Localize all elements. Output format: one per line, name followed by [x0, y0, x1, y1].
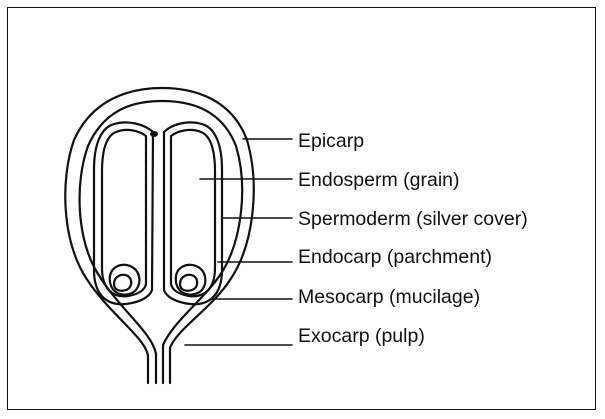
- label-exocarp: Exocarp (pulp): [298, 325, 425, 347]
- label-endosperm: Endosperm (grain): [298, 169, 459, 191]
- spermoderm-left: [102, 130, 146, 296]
- label-mesocarp: Mesocarp (mucilage): [298, 286, 480, 308]
- embryo-left-inner: [114, 275, 131, 291]
- seam-mark: [150, 131, 158, 137]
- label-spermoderm: Spermoderm (silver cover): [298, 208, 528, 230]
- label-endocarp: Endocarp (parchment): [298, 246, 492, 268]
- label-epicarp: Epicarp: [298, 130, 364, 152]
- embryo-right-inner: [180, 275, 197, 291]
